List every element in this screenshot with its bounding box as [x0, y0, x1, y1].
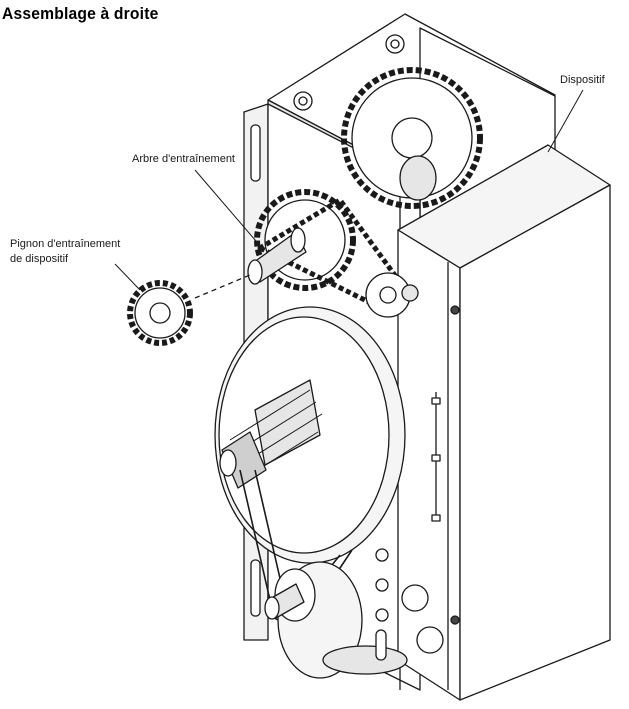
leader-drive-pinion [114, 263, 141, 291]
drive-pinion [127, 280, 193, 346]
leader-dispositif [547, 89, 584, 153]
bolt [450, 305, 460, 315]
large-pulley [214, 306, 406, 564]
label-dispositif: Dispositif [560, 74, 605, 86]
bolt [450, 615, 460, 625]
leader-dashed [194, 274, 251, 299]
rear-sprocket [341, 67, 483, 209]
leader-drive-shaft [194, 169, 263, 249]
label-drive-shaft: Arbre d'entraînement [132, 153, 235, 165]
label-drive-pinion-line1: Pignon d'entraînement [10, 238, 121, 250]
device-box [397, 144, 611, 701]
label-drive-pinion-line2: de dispositif [10, 253, 69, 265]
drive-shaft [247, 227, 307, 285]
small-pulley [264, 561, 408, 679]
side-slot [250, 124, 261, 182]
side-slot [250, 559, 261, 617]
diagram-title: Assemblage à droite [2, 4, 159, 23]
label-drive-pinion: Pignon d'entraînement de dispositif [10, 237, 120, 267]
